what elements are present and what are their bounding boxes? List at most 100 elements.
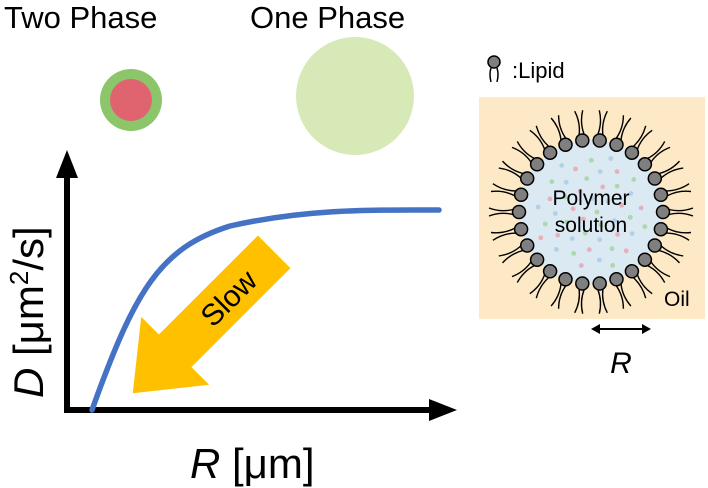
lipid-tail bbox=[490, 227, 516, 234]
polymer-particle bbox=[642, 224, 648, 230]
lipid-tail bbox=[650, 261, 671, 278]
two-phase-core bbox=[110, 79, 152, 121]
polymer-particle bbox=[563, 179, 569, 185]
polymer-particle bbox=[555, 232, 561, 238]
polymer-particle bbox=[554, 247, 559, 252]
lipid-tail bbox=[501, 249, 524, 264]
lipid-tail bbox=[498, 245, 522, 257]
polymer-particle bbox=[597, 237, 603, 243]
lipid-tail bbox=[636, 129, 653, 150]
polymer-particles bbox=[535, 156, 648, 268]
y-axis-unit-open: [μm bbox=[5, 285, 52, 368]
polymer-particle bbox=[615, 232, 620, 237]
lipid-tail bbox=[647, 264, 666, 283]
polymer-particle bbox=[608, 156, 614, 161]
polymer-particle bbox=[571, 251, 577, 256]
oil-label: Oil bbox=[664, 288, 690, 311]
lipid-head bbox=[558, 137, 573, 152]
lipid-tail bbox=[488, 212, 514, 217]
lipid-tail bbox=[666, 227, 692, 234]
lipid-tail bbox=[658, 160, 681, 175]
polymer-particle bbox=[619, 202, 625, 208]
lipid-head bbox=[529, 157, 545, 172]
polymer-particle bbox=[631, 177, 637, 182]
lipid-tail bbox=[666, 232, 690, 241]
polymer-particle bbox=[542, 221, 548, 227]
polymer-particle bbox=[586, 247, 592, 253]
lipid-head bbox=[647, 238, 663, 253]
lipid-head bbox=[637, 252, 653, 267]
polymer-particle bbox=[594, 209, 600, 215]
lipid-head bbox=[609, 272, 624, 287]
lipid-tail bbox=[492, 183, 516, 192]
lipid-tail bbox=[647, 141, 666, 160]
lipid-tail bbox=[550, 283, 562, 307]
lipid-legend-icon bbox=[487, 55, 501, 83]
lipid-head bbox=[624, 264, 640, 279]
lipid-head bbox=[542, 264, 558, 279]
polymer-particle bbox=[588, 157, 594, 163]
lipid-tail bbox=[550, 117, 562, 141]
lipid-tail bbox=[615, 115, 625, 139]
diffusion-curve bbox=[89, 207, 442, 413]
polymer-particle bbox=[600, 184, 606, 190]
polymer-particle bbox=[547, 196, 553, 202]
lipid-tail bbox=[615, 285, 625, 309]
lipid-tail bbox=[511, 146, 532, 163]
polymer-particle bbox=[614, 183, 620, 189]
polymer-particle bbox=[605, 198, 611, 204]
lipid-head bbox=[575, 133, 590, 148]
polymer-particle bbox=[564, 219, 569, 225]
lipid-tail bbox=[574, 110, 581, 135]
lipid-tail bbox=[511, 261, 532, 278]
lipid-tail bbox=[580, 110, 585, 135]
lipid-tail bbox=[580, 289, 585, 314]
polymer-particle bbox=[623, 248, 629, 254]
lipid-head bbox=[637, 157, 653, 172]
lipid-head bbox=[624, 145, 640, 160]
radius-arrow bbox=[591, 324, 651, 334]
polymer-particle bbox=[584, 176, 590, 182]
lipid-head bbox=[653, 221, 669, 237]
x-axis-unit: [μm] bbox=[220, 440, 314, 487]
lipid-head bbox=[519, 238, 535, 253]
lipid-tail bbox=[597, 110, 602, 135]
polymer-particle bbox=[562, 194, 568, 200]
lipid-tail bbox=[666, 190, 692, 197]
lipid-head bbox=[529, 252, 545, 267]
y-axis-unit-close: /s] bbox=[5, 226, 52, 270]
lipid-tail bbox=[488, 207, 514, 212]
radius-label: R bbox=[610, 347, 632, 380]
lipid-tail bbox=[529, 129, 546, 150]
polymer-particle bbox=[597, 169, 603, 175]
lipid-tail bbox=[501, 160, 524, 175]
polymer-particle bbox=[549, 179, 555, 185]
lipid-tail bbox=[516, 141, 535, 160]
polymer-particle bbox=[629, 231, 635, 237]
lipid-head bbox=[513, 221, 529, 237]
y-axis-unit-exponent: 2 bbox=[4, 271, 34, 285]
polymer-particle bbox=[559, 163, 565, 168]
polymer-particle bbox=[535, 204, 541, 210]
lipid-head bbox=[575, 276, 590, 291]
lipid-tail bbox=[557, 285, 567, 309]
polymer-particle bbox=[627, 214, 633, 220]
polymer-particle bbox=[569, 236, 575, 242]
lipid-tail bbox=[529, 274, 546, 295]
lipid-tail bbox=[668, 212, 694, 217]
lipid-head bbox=[653, 187, 669, 203]
lipid-tail bbox=[574, 289, 581, 314]
lipid-tail bbox=[535, 277, 550, 299]
lipid-tail bbox=[601, 110, 608, 135]
lipid-tail bbox=[666, 183, 690, 192]
lipid-tail bbox=[660, 167, 684, 179]
lipid-tail bbox=[498, 167, 522, 179]
lipid-head bbox=[592, 133, 607, 148]
lipid-head bbox=[542, 145, 558, 160]
lipid-tail bbox=[660, 245, 684, 257]
lipid-tail bbox=[632, 277, 647, 299]
polymer-particle bbox=[538, 235, 544, 241]
lipid-tail bbox=[620, 283, 632, 307]
y-axis-symbol: D bbox=[5, 368, 52, 398]
